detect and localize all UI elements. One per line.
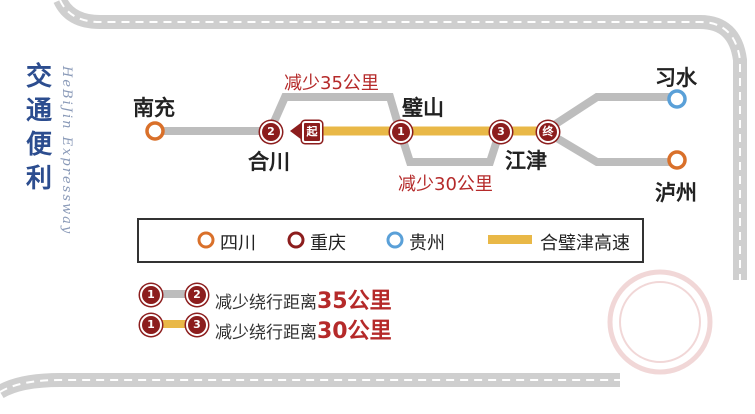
note2-prefix: 减少绕行距离 <box>215 323 317 343</box>
note1-bar <box>150 290 194 298</box>
label-bishan: 璧山 <box>402 96 444 120</box>
note2-bar <box>150 320 194 328</box>
title-char-4: 利 <box>25 164 52 194</box>
note1: 减少绕行距离35公里 <box>215 283 392 315</box>
legend-guizhou-ring <box>386 231 404 249</box>
existing-roads <box>155 93 672 166</box>
label-luzhou: 泸州 <box>655 181 697 205</box>
title-char-1: 交 <box>25 62 52 92</box>
note2-badge-to: 3 <box>186 314 208 336</box>
title-char-2: 通 <box>25 96 52 126</box>
badge-start: 起 <box>302 121 322 143</box>
watermark-stamp <box>607 269 713 375</box>
title-char-3: 便 <box>25 130 52 160</box>
label-lower-detour: 减少30公里 <box>398 174 493 195</box>
road-frame-bottom-dash <box>0 379 620 393</box>
road-to-luzhou <box>542 127 672 166</box>
legend-sichuan-label: 四川 <box>220 233 256 254</box>
road-frame-bottom <box>0 373 620 399</box>
label-jiangjin: 江津 <box>505 149 547 173</box>
note1-prefix: 减少绕行距离 <box>215 293 317 313</box>
road-frame-top-dash <box>59 0 741 280</box>
label-hechuan: 合川 <box>248 150 290 174</box>
road-to-xishui <box>542 93 672 135</box>
note2-value: 30公里 <box>317 319 392 344</box>
badge-node-2: 2 <box>260 121 282 143</box>
note1-badge-to: 2 <box>186 284 208 306</box>
note1-badge-from: 1 <box>140 284 162 306</box>
note2-badge-from: 1 <box>140 314 162 336</box>
legend-guizhou-label: 贵州 <box>409 233 445 254</box>
road-lower-detour <box>396 129 504 166</box>
legend-expressway-bar <box>488 235 532 244</box>
legend-expressway-label: 合璧津高速 <box>540 233 630 254</box>
luzhou-station-ring <box>667 150 687 170</box>
label-xishui: 习水 <box>655 66 697 90</box>
legend-box <box>137 218 644 263</box>
road-upper-detour <box>266 93 404 133</box>
badge-end: 终 <box>537 121 559 143</box>
english-subtitle: HeBiJin Expressway <box>59 66 74 236</box>
note2: 减少绕行距离30公里 <box>215 313 392 345</box>
badge-node-1: 1 <box>390 121 412 143</box>
nanchong-station-ring <box>145 121 165 141</box>
legend-sichuan-ring <box>197 231 215 249</box>
xishui-station-ring <box>667 89 687 109</box>
side-title: 交 通 便 利 <box>24 60 54 196</box>
legend-chongqing-label: 重庆 <box>310 233 346 254</box>
label-upper-detour: 减少35公里 <box>284 73 379 94</box>
label-nanchong: 南充 <box>133 96 175 120</box>
note1-value: 35公里 <box>317 289 392 314</box>
badge-node-3: 3 <box>490 121 512 143</box>
expressway-start-arrow <box>290 122 302 140</box>
legend-chongqing-ring <box>287 231 305 249</box>
